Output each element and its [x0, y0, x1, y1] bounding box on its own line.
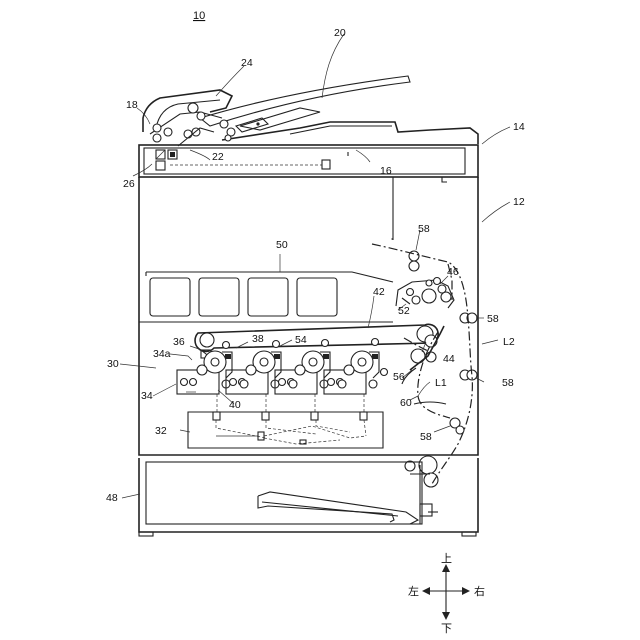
- ref-44: 44: [443, 353, 455, 365]
- ref-32: 32: [155, 425, 167, 437]
- ref-12: 12: [513, 196, 525, 208]
- document-feeder: [143, 76, 478, 146]
- ref-42: 42: [373, 286, 385, 298]
- compass-up: 上: [441, 552, 452, 565]
- compass-right: 右: [474, 584, 485, 598]
- image-forming-section: [177, 324, 438, 414]
- ref-52: 52: [398, 305, 410, 317]
- compass-down: 下: [441, 622, 452, 635]
- figure-number: 10: [193, 10, 205, 22]
- direction-compass: 上 下 左 右: [408, 552, 485, 635]
- ref-14: 14: [513, 121, 525, 133]
- compass-left: 左: [408, 585, 419, 598]
- ref-48: 48: [106, 492, 118, 504]
- ref-54: 54: [295, 334, 307, 346]
- ref-60: 60: [400, 397, 412, 409]
- ref-24: 24: [241, 57, 253, 69]
- image-unit-4: [324, 351, 388, 394]
- ref-L2: L2: [503, 336, 515, 348]
- ref-36: 36: [173, 336, 185, 348]
- fixing-and-paper-path: [372, 238, 477, 487]
- ref-L1: L1: [435, 377, 447, 389]
- image-unit-3: [275, 351, 330, 394]
- ref-58-right-lower: 58: [502, 377, 514, 389]
- ref-40: 40: [229, 399, 241, 411]
- ref-50: 50: [276, 239, 288, 251]
- ref-20: 20: [334, 27, 346, 39]
- ref-58-top: 58: [418, 223, 430, 235]
- image-unit-2: [226, 351, 281, 394]
- ref-56: 56: [393, 371, 405, 383]
- ref-58-right-upper: 58: [487, 313, 499, 325]
- ref-30: 30: [107, 358, 119, 370]
- ref-38: 38: [252, 333, 264, 345]
- ref-34a: 34a: [153, 348, 171, 360]
- ref-22: 22: [212, 151, 224, 163]
- exposure-unit: [188, 412, 383, 448]
- ref-34: 34: [141, 390, 153, 402]
- ref-18: 18: [126, 99, 138, 111]
- image-unit-1: [177, 351, 232, 394]
- ref-46: 46: [447, 266, 459, 278]
- ref-58-bottom: 58: [420, 431, 432, 443]
- ref-26: 26: [123, 178, 135, 190]
- ref-16: 16: [380, 165, 392, 177]
